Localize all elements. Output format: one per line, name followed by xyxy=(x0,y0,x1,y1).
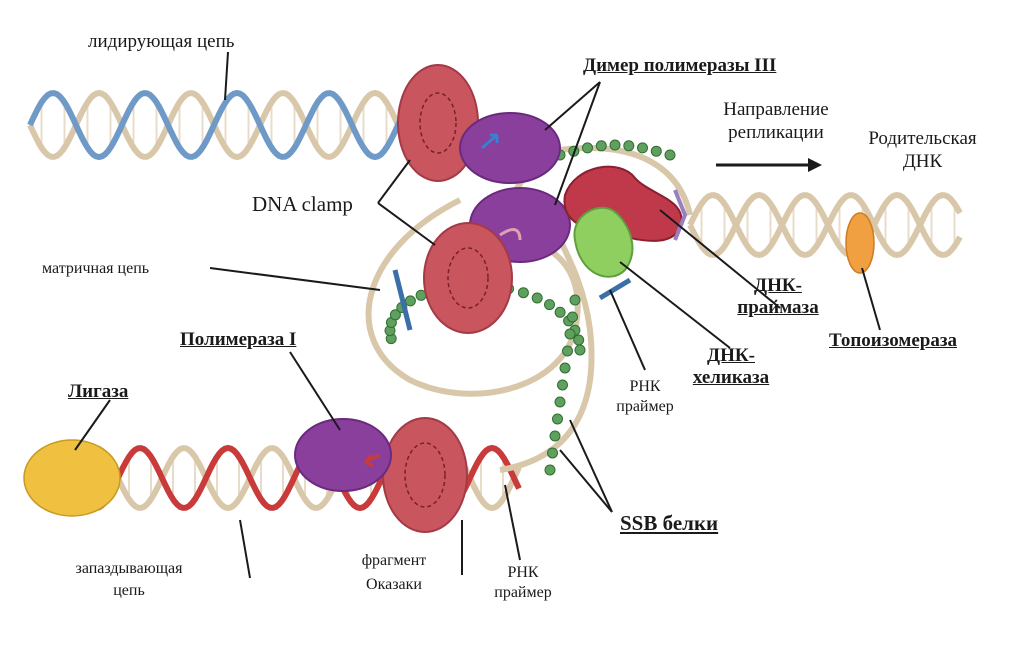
polymerase-3-top xyxy=(459,112,561,184)
ssb-protein-dot xyxy=(664,149,676,161)
ssb-protein-dot xyxy=(564,328,576,340)
dna-clamp-top-inner xyxy=(419,92,457,154)
ssb-protein-dot xyxy=(547,447,558,459)
dna-clamp-middle xyxy=(423,222,513,334)
helicase-label-line2: хеликаза xyxy=(692,367,770,388)
ssb-protein-dot xyxy=(562,345,573,357)
ssb-protein-dot xyxy=(554,396,566,408)
polymerase-1-shape xyxy=(294,418,392,492)
ssb-protein-dot xyxy=(554,306,566,318)
topoisomerase-shape xyxy=(845,212,875,274)
template-strand-label: матричная цепь xyxy=(42,260,150,277)
lagging-strand-label-line1: запаздывающая xyxy=(75,560,183,577)
ssb-protein-dot xyxy=(559,362,571,374)
primase-label-line1: ДНК- xyxy=(754,275,802,296)
ssb-protein-dot xyxy=(517,287,529,299)
helicase-label-line1: ДНК- xyxy=(707,345,755,366)
ssb-protein-dot xyxy=(609,139,621,151)
ssb-protein-dot xyxy=(544,464,556,476)
ssb-protein-dot xyxy=(573,334,585,346)
ssb-protein-dot xyxy=(404,295,416,307)
ssb-protein-dot xyxy=(582,142,593,154)
dna-clamp-label: DNA clamp xyxy=(252,192,353,216)
parental-dna-helix xyxy=(687,191,963,259)
ssb-protein-dot xyxy=(552,413,563,425)
rna-primer-top-label-line2: праймер xyxy=(616,398,674,415)
leading-strand-label: лидирующая цепь xyxy=(88,31,235,52)
rna-primer-bottom-label-line2: праймер xyxy=(494,584,552,601)
direction-label-line2: репликации xyxy=(728,122,824,143)
leading-helix-strand-a xyxy=(27,89,422,161)
ssb-protein-dot xyxy=(557,379,568,391)
template-rna-primer-segment xyxy=(392,269,413,331)
ssb-protein-dot xyxy=(544,299,555,311)
replication-direction-arrowhead-icon xyxy=(808,158,822,172)
leading-strand-helix xyxy=(27,89,422,161)
topoisomerase-label: Топоизомераза xyxy=(829,330,957,351)
parental-dna-label-line2: ДНК xyxy=(902,151,943,172)
direction-label-line1: Направление xyxy=(723,99,829,120)
parental-dna-label-line1: Родительская xyxy=(868,128,977,149)
ssb-protein-dot xyxy=(549,430,561,442)
pol1-direction-arrow-icon xyxy=(363,453,381,468)
ssb-protein-dot xyxy=(637,142,648,154)
ssb-protein-dot xyxy=(595,140,607,152)
ssb-proteins-label: SSB белки xyxy=(620,511,719,535)
primase-label-line2: праймаза xyxy=(737,297,819,318)
lagging-template-strand xyxy=(499,238,595,473)
dna-clamp-middle-inner xyxy=(447,247,489,309)
polymerase-1-label: Полимераза I xyxy=(180,329,297,350)
okazaki-fragment-label-line1: фрагмент xyxy=(361,552,427,569)
ligase-shape xyxy=(23,439,121,517)
ssb-protein-dot xyxy=(531,292,543,304)
leading-direction-arrow-icon xyxy=(481,133,499,150)
helicase-shape xyxy=(573,206,634,278)
ssb-protein-dot xyxy=(569,294,581,306)
ssb-proteins xyxy=(384,139,676,476)
lagging-strand-label-line2: цепь xyxy=(113,582,145,599)
rna-primer-segment xyxy=(598,277,632,301)
ssb-protein-dot xyxy=(650,145,662,157)
rna-primer-bottom-label-line1: РНК xyxy=(507,564,539,581)
okazaki-fragment-label-line2: Оказаки xyxy=(366,576,422,593)
dna-clamp-bottom-inner xyxy=(404,442,446,508)
dna-clamp-bottom xyxy=(382,417,468,533)
helicase-arrow-icon xyxy=(673,189,688,241)
parental-helix-strand-b xyxy=(687,191,963,259)
ssb-protein-dot xyxy=(574,344,586,356)
label-leader-lines xyxy=(74,51,881,579)
ssb-protein-dot xyxy=(567,311,578,323)
ssb-protein-dot xyxy=(623,140,635,152)
ssb-protein-dot xyxy=(389,309,401,321)
leading-helix-strand-b xyxy=(27,89,422,161)
polymerase-3-dimer-label: Димер полимеразы III xyxy=(583,55,777,76)
template-loop-strand xyxy=(365,197,581,397)
ligase-label: Лигаза xyxy=(68,381,129,402)
template-direction-arrow-icon xyxy=(499,228,522,241)
rna-primer-top-label-line1: РНК xyxy=(629,378,661,395)
